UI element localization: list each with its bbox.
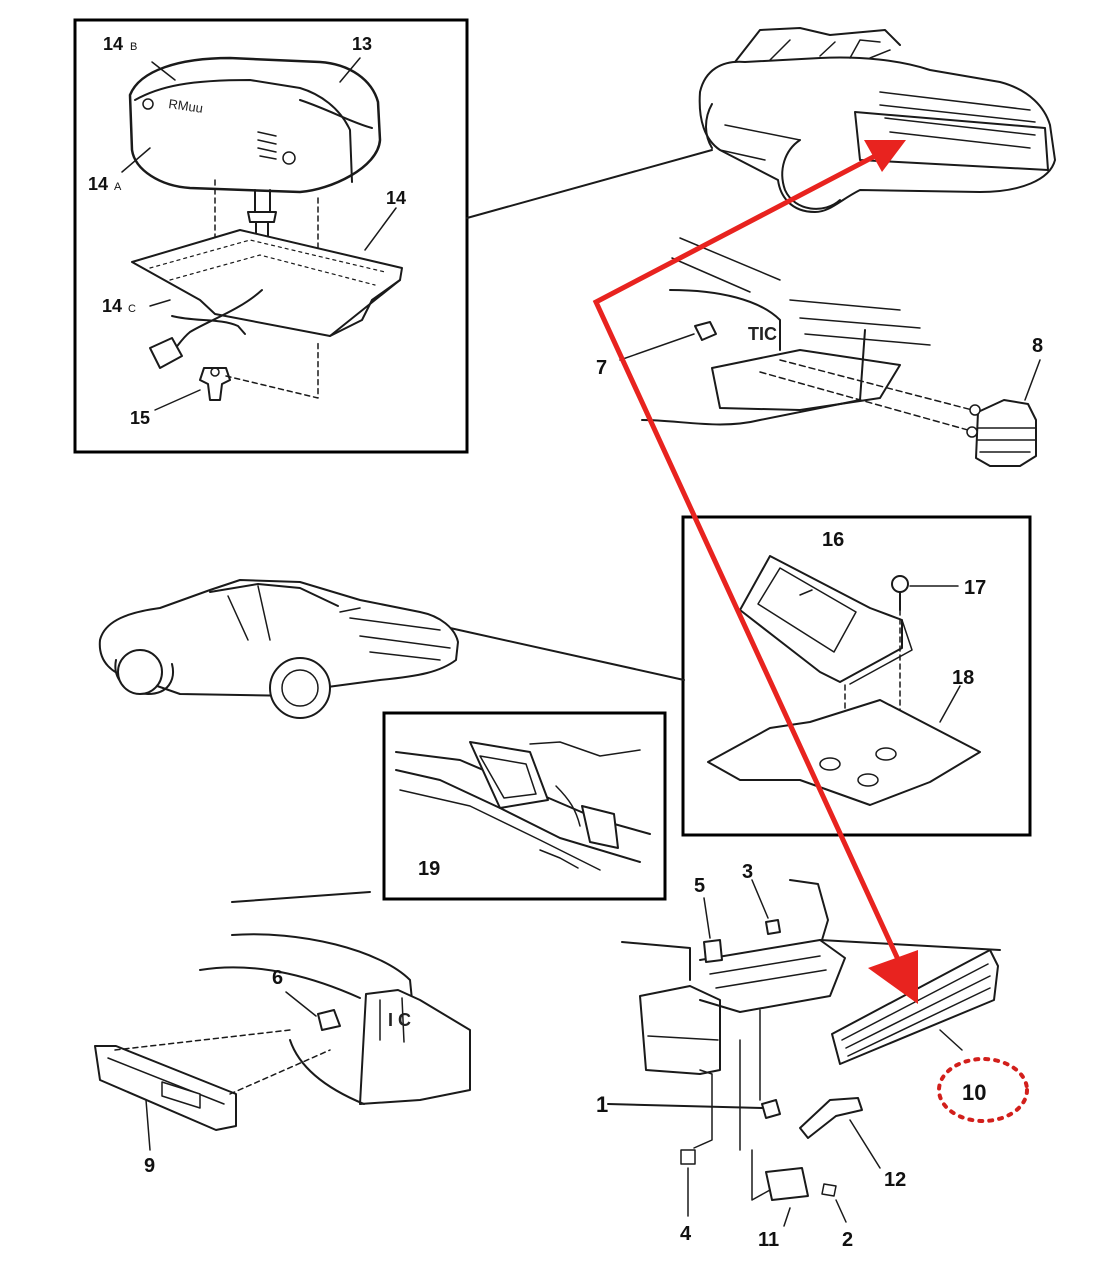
inset-hmsl-box: RMuu 14 B 13 14 A 14 14 [73,18,469,454]
lamp-housing: RMuu [128,56,382,194]
red-arrow-annotation [592,140,918,1004]
highlight-circle-part-10 [937,1057,1029,1123]
trunk-emblem-text-2: I C [388,1010,411,1030]
callout-5: 5 [694,875,705,897]
callout-9: 9 [144,1155,155,1177]
license-lamp-part-9 [94,1045,237,1131]
license-lamp-assembly: I C 6 9 [94,891,471,1177]
callout-4: 4 [680,1223,692,1245]
callout-19: 19 [418,858,440,880]
callout-18: 18 [952,667,974,689]
callout-14: 14 [386,188,406,208]
callout-15: 15 [130,408,150,428]
callout-14a-number: 14 [88,174,108,194]
inset-hmsl-mount-box: 16 17 18 [681,515,1032,837]
callout-14c-number: 14 [102,296,122,316]
callout-8: 8 [1032,335,1043,357]
callout-13: 13 [352,34,372,54]
tail-lamp-part-10 [831,949,999,1065]
trunk-lamp-assembly: TIC 7 8 [596,237,1043,467]
callout-2: 2 [842,1229,853,1251]
callout-3: 3 [742,861,753,883]
callout-14c-sub: C [128,303,136,315]
arrowhead-upper [864,140,906,172]
callout-17: 17 [964,577,986,599]
coupe-car [98,579,459,719]
rear-lamp-assembly: 5 3 1 12 4 11 2 [596,861,1001,1251]
screw-part-17 [891,575,959,611]
callout-14b-sub: B [130,41,137,53]
lamp-housing-text: RMuu [168,96,204,116]
callout-16: 16 [822,529,844,551]
callout-1: 1 [596,1092,608,1117]
inset-wiring-box: 19 [382,711,667,901]
convertible-car [698,27,1056,213]
bulb-socket [199,367,231,401]
arrowhead-lower [868,950,918,1004]
callout-10: 10 [962,1080,986,1105]
callout-11: 11 [758,1229,779,1251]
red-arrow-path [592,141,915,992]
trunk-emblem-text: TIC [748,324,777,344]
lamp-part-16 [739,555,913,685]
callout-14b-number: 14 [103,34,123,54]
callout-6: 6 [272,967,283,989]
lamp-socket-part-8 [966,399,1037,467]
callout-7: 7 [596,357,607,379]
callout-12: 12 [884,1169,906,1191]
callout-14a-sub: A [114,181,122,193]
